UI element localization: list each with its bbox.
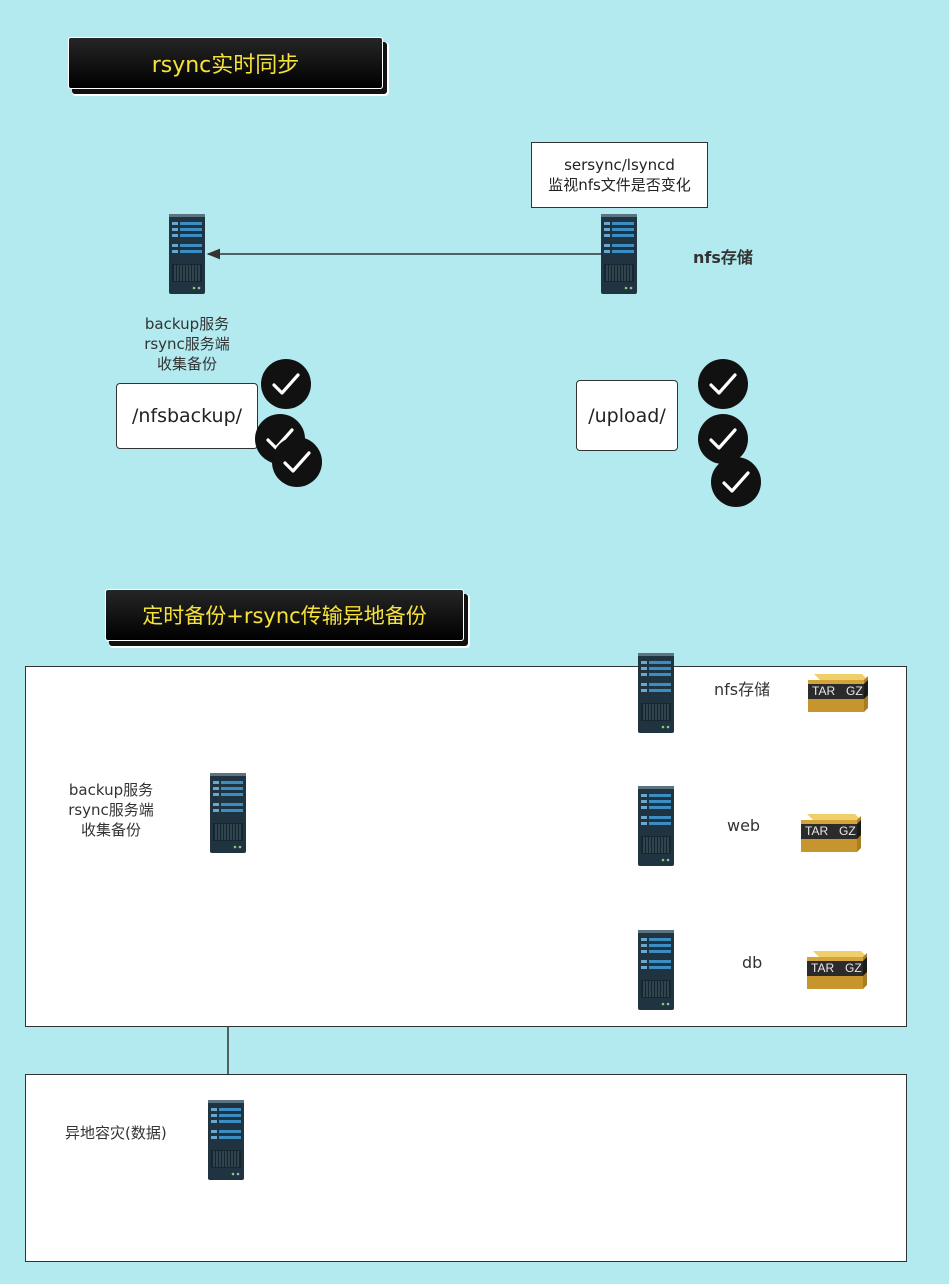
backup-label-line3: 收集备份 [156, 355, 217, 373]
sync-tool-line2: 监视nfs文件是否变化 [548, 176, 691, 194]
scheduled-backup-panel [25, 666, 907, 1027]
backup-server-icon [210, 773, 246, 853]
backup2-label-line2: rsync服务端 [68, 801, 154, 819]
backup2-label-line1: backup服务 [68, 781, 154, 799]
tar-gz-archive-icon: TAR GZ [806, 670, 870, 716]
remote-server-icon [208, 1100, 244, 1180]
offsite-dr-panel [25, 1074, 907, 1262]
section1-title-text: rsync实时同步 [151, 53, 300, 78]
tar-gz-archive-icon: TAR GZ [799, 810, 863, 856]
nfsbackup-dir-box: /nfsbackup/ [116, 383, 258, 449]
offsite-dr-label: 异地容灾(数据) [65, 1124, 167, 1142]
upload-dir-box: /upload/ [576, 380, 678, 451]
check-icon [710, 456, 762, 508]
tar-text: TAR [811, 961, 835, 975]
nfs-storage-label-2: nfs存储 [714, 680, 771, 699]
tar-text: TAR [805, 824, 829, 838]
nfs-storage-label: nfs存储 [693, 248, 753, 267]
backup-label-line2: rsync服务端 [144, 335, 230, 353]
section1-title: rsync实时同步 [68, 37, 383, 89]
section2-title-text: 定时备份+rsync传输异地备份 [142, 604, 427, 628]
check-icon [271, 436, 323, 488]
tar-text: TAR [812, 684, 836, 698]
upload-dir-text: /upload/ [588, 404, 666, 427]
gz-text: GZ [839, 824, 856, 838]
backup-label-line1: backup服务 [144, 315, 230, 333]
check-icon [260, 358, 312, 410]
backup-server-icon [169, 214, 205, 294]
backup2-label-line3: 收集备份 [80, 821, 141, 839]
sync-tool-note: sersync/lsyncd 监视nfs文件是否变化 [531, 142, 708, 208]
nfsbackup-dir-text: /nfsbackup/ [131, 405, 243, 427]
db-label: db [742, 953, 763, 972]
db-server-icon [638, 930, 674, 1010]
gz-text: GZ [845, 961, 862, 975]
gz-text: GZ [846, 684, 863, 698]
web-server-icon [638, 786, 674, 866]
sync-tool-line1: sersync/lsyncd [564, 156, 675, 174]
web-label: web [727, 816, 761, 835]
backup-server-label-2: backup服务 rsync服务端 收集备份 [55, 780, 167, 840]
tar-gz-archive-icon: TAR GZ [805, 947, 869, 993]
nfs-server-icon [638, 653, 674, 733]
nfs-server-icon [601, 214, 637, 294]
backup-server-label: backup服务 rsync服务端 收集备份 [133, 314, 241, 374]
check-icon [697, 358, 749, 410]
section2-title: 定时备份+rsync传输异地备份 [105, 589, 464, 641]
